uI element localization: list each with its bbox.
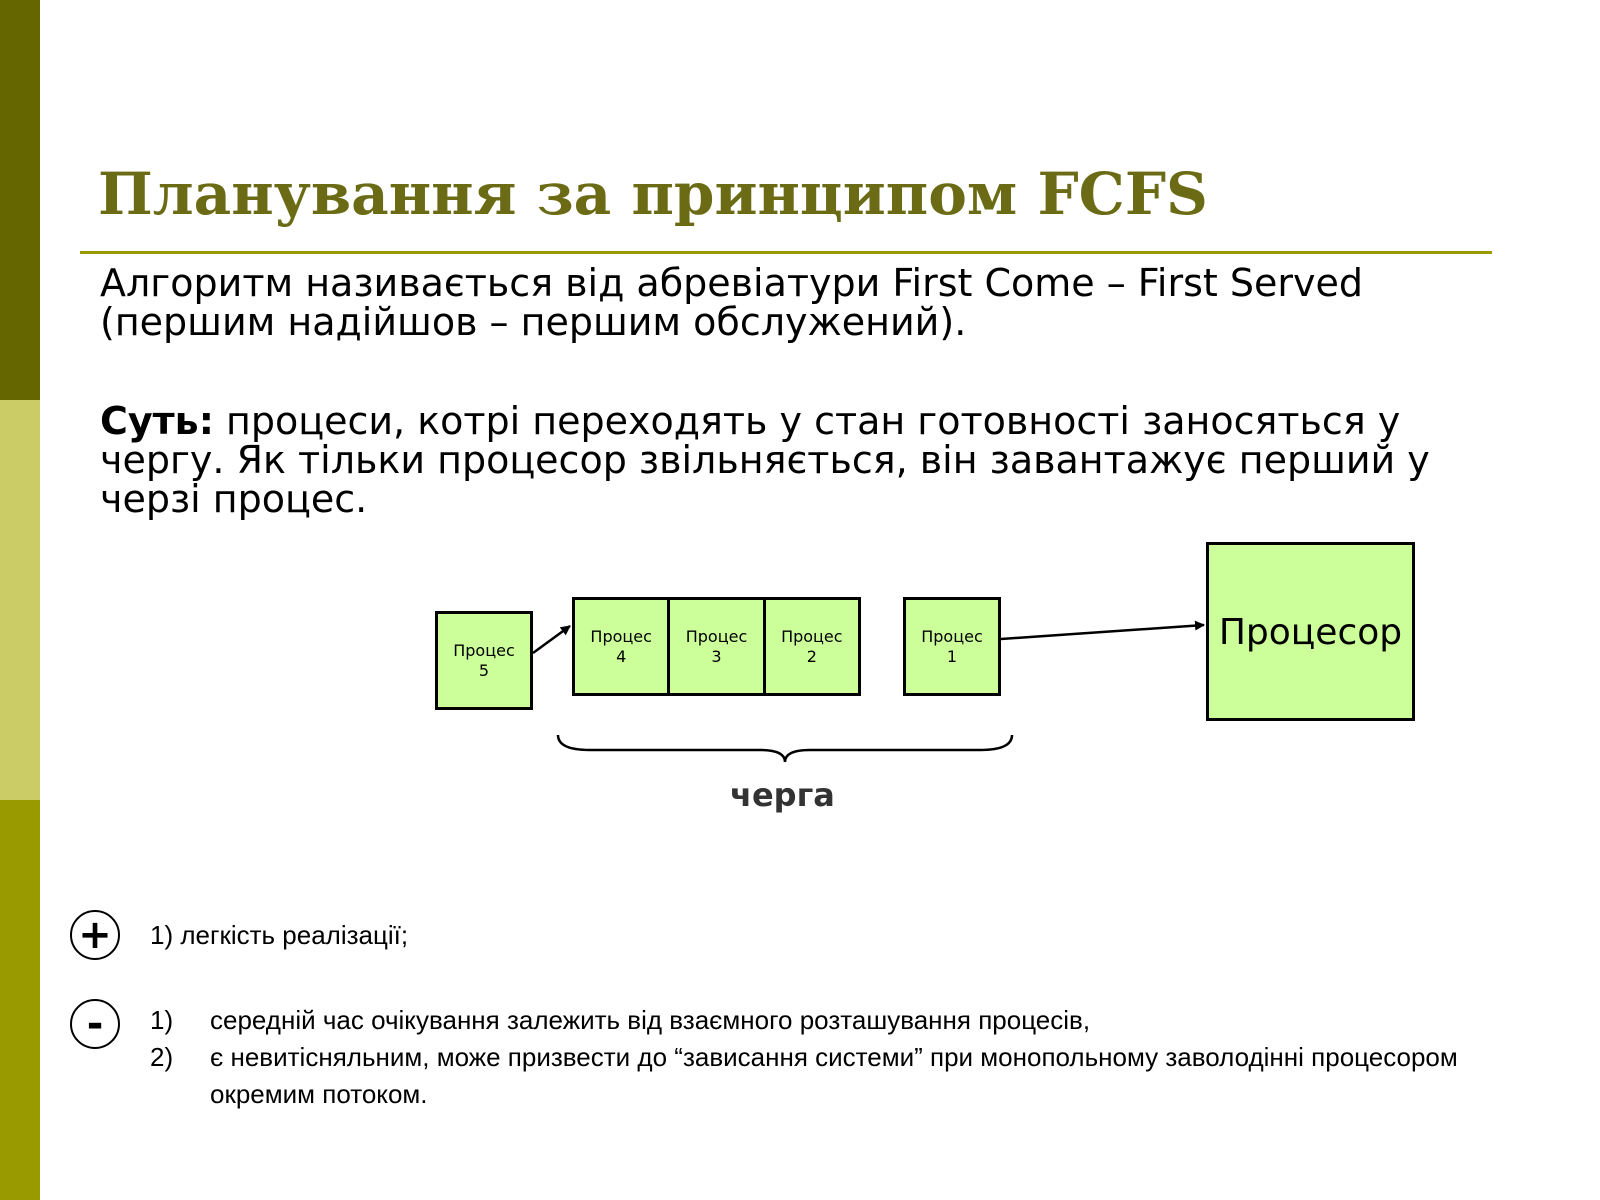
pros-item: 1) легкість реалізації; <box>150 920 409 950</box>
side-band-dark <box>0 0 40 400</box>
list-item: 1)середній час очікування залежить від в… <box>150 1005 1091 1035</box>
queue-label: черга <box>730 776 835 814</box>
plus-icon: + <box>70 910 120 960</box>
essence-text: процеси, котрі переходять у стан готовно… <box>100 399 1430 521</box>
title-divider <box>80 251 1492 254</box>
essence-paragraph: Суть: процеси, котрі переходять у стан г… <box>100 402 1520 519</box>
side-band-light <box>0 400 40 800</box>
arrow-process1-to-cpu <box>1000 620 1205 641</box>
slide-title: Планування за принципом FCFS <box>98 160 1208 228</box>
cons-list: 1)середній час очікування залежить від в… <box>150 1002 1520 1113</box>
list-item: 2)є невитісняльним, може призвести до “з… <box>150 1042 1458 1109</box>
side-band-olive <box>0 800 40 1200</box>
minus-icon: - <box>70 999 120 1049</box>
intro-paragraph: Алгоритм називається від абревіатури Fir… <box>100 261 1363 344</box>
arrow-process5-to-queue <box>532 624 571 655</box>
queue-brace <box>556 734 1014 763</box>
cpu-box: Процесор <box>1206 542 1415 721</box>
essence-label: Суть: <box>100 399 214 443</box>
